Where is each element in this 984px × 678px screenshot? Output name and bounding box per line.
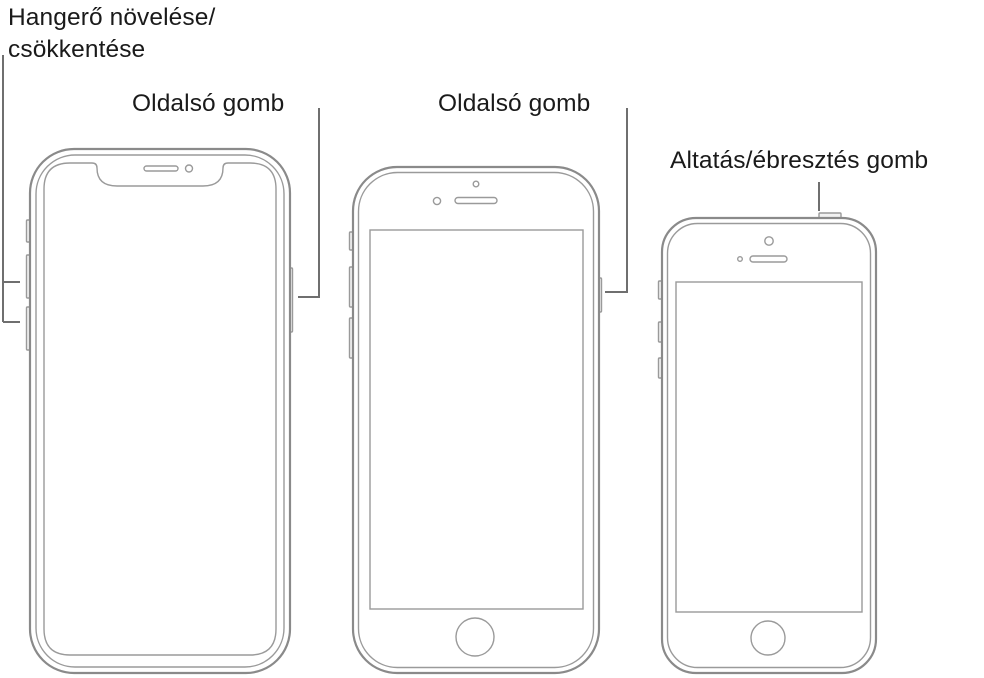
volume-buttons-label: Hangerő növelése/ csökkentése: [8, 2, 215, 66]
proximity-sensor: [737, 256, 744, 263]
earpiece-speaker: [749, 255, 788, 263]
phone-bezel: [357, 171, 595, 669]
iphone-home-button: [348, 165, 603, 675]
home-button: [750, 620, 786, 656]
volume-label-line-1: Hangerő növelése/: [8, 4, 216, 31]
side-button-callout-line-2: [605, 108, 628, 293]
phone-bezel: [35, 154, 285, 668]
proximity-sensor: [432, 196, 442, 206]
screen: [369, 229, 584, 610]
front-camera: [472, 180, 480, 188]
screen-with-notch: [43, 162, 277, 656]
home-button: [455, 617, 495, 657]
earpiece-speaker: [143, 165, 179, 172]
front-camera: [184, 164, 194, 173]
side-button-callout-line-1: [298, 108, 320, 298]
front-camera: [764, 236, 774, 246]
side-button-label-face-id: Oldalsó gomb: [132, 90, 285, 117]
earpiece-speaker: [454, 196, 498, 205]
screen: [675, 281, 863, 613]
volume-callout-line: [2, 55, 20, 323]
side-button-label-home-button: Oldalsó gomb: [438, 90, 591, 117]
sleep-wake-button-label: Altatás/ébresztés gomb: [670, 147, 929, 174]
volume-label-line-2: csökkentése: [8, 36, 146, 63]
phone-bezel: [666, 222, 872, 669]
iphone-face-id: [25, 147, 294, 675]
iphone-se: [657, 212, 878, 675]
